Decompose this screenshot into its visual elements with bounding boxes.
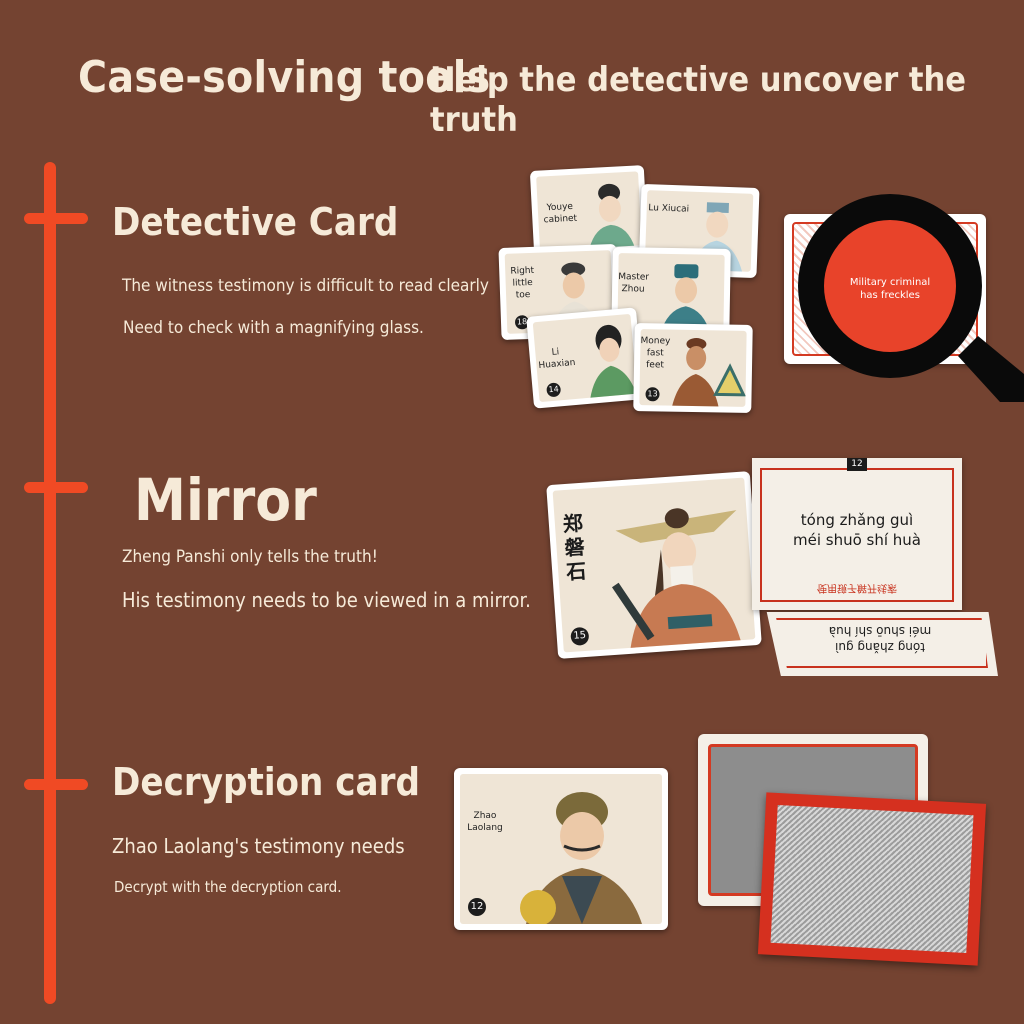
section-title-decryption: Decryption card xyxy=(112,760,420,804)
decryption-lattice xyxy=(770,804,974,954)
magnifying-glass-icon xyxy=(798,194,1024,402)
character-portrait xyxy=(611,508,742,652)
card-name: Money fast feet xyxy=(640,336,671,371)
card-name: Right little toe xyxy=(510,265,535,301)
timeline-tick-decryption xyxy=(24,779,88,790)
card-name: Lu Xiucai xyxy=(648,203,690,215)
timeline-tick-detective xyxy=(24,213,88,224)
card-name: Li Huaxian xyxy=(538,347,576,372)
card-chinese-name: 郑磐石 xyxy=(562,510,588,585)
card-number-badge: 12 xyxy=(468,898,486,916)
detective-description-line1: The witness testimony is difficult to re… xyxy=(122,276,489,296)
card-number-badge: 13 xyxy=(645,387,660,402)
decryption-description-line2: Decrypt with the decryption card. xyxy=(114,878,342,896)
mirror-description-line2: His testimony needs to be viewed in a mi… xyxy=(122,588,531,612)
character-portrait xyxy=(589,324,638,402)
card-number-badge: 14 xyxy=(546,382,562,398)
mirror-character-card: 郑磐石 15 xyxy=(546,471,762,659)
character-portrait xyxy=(588,183,637,251)
reflected-pinyin-line1: tóng zhǎng guì xyxy=(835,640,925,654)
card-name: Master Zhou xyxy=(618,272,650,295)
section-title-detective: Detective Card xyxy=(112,200,399,244)
page-subtitle: Help the detective uncover the truth xyxy=(430,60,967,140)
card-name: Zhao Laolang xyxy=(467,811,503,833)
decryption-overlay-card xyxy=(757,792,987,966)
mirror-card-number: 12 xyxy=(847,458,867,471)
detective-card-li-huaxian: Li Huaxian 14 xyxy=(526,307,644,409)
character-portrait xyxy=(520,792,642,924)
pinyin-line1: tóng zhǎng guì xyxy=(800,511,914,529)
reflected-pinyin-line2: méi shuō shí huà xyxy=(828,624,932,638)
mirror-description-line1: Zheng Panshi only tells the truth! xyxy=(122,547,378,567)
detective-card-youye: Youye cabinet xyxy=(529,165,649,257)
mirror-reflection-card: méi shuō shí huà tóng zhǎng guì xyxy=(766,612,998,676)
magnifier-clue-text: Military criminal has freckles xyxy=(849,277,931,301)
pinyin-line2: méi shuō shí huà xyxy=(792,531,921,549)
mirror-testimony-card: 12 tóng zhǎng guì méi shuō shí huà 使用镜子解… xyxy=(752,458,962,610)
mirror-hint-text: 使用镜子解开线索 xyxy=(817,582,897,593)
section-title-mirror: Mirror xyxy=(134,466,317,534)
card-name: Youye cabinet xyxy=(543,201,578,226)
timeline-tick-mirror xyxy=(24,482,88,493)
decryption-character-card: Zhao Laolang 12 xyxy=(454,768,668,930)
card-number-badge: 15 xyxy=(570,626,590,646)
timeline-line xyxy=(44,162,56,1004)
decryption-description-line1: Zhao Laolang's testimony needs xyxy=(112,834,405,858)
character-portrait xyxy=(671,338,746,407)
detective-card-money-fast-feet: Money fast feet 13 xyxy=(633,322,753,414)
page-title: Case-solving tools xyxy=(78,52,491,103)
detective-description-line2: Need to check with a magnifying glass. xyxy=(123,318,424,338)
